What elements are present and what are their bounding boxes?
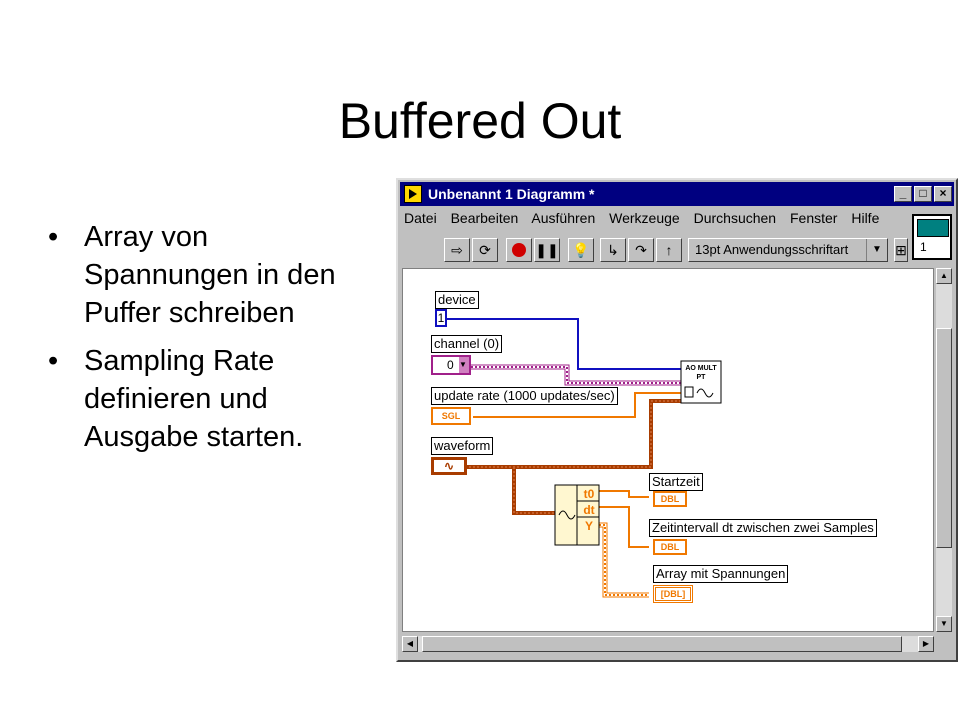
waveform-wire-branch-core [513, 467, 555, 514]
scroll-left-icon[interactable]: ◀ [402, 636, 418, 652]
waveform-terminal[interactable]: ∿ [431, 457, 467, 475]
horizontal-scroll-thumb[interactable] [422, 636, 902, 652]
y-wire-b [599, 526, 649, 598]
menu-durchsuchen[interactable]: Durchsuchen [693, 210, 777, 226]
waveform-wire-main-core [465, 400, 681, 468]
menu-werkzeuge[interactable]: Werkzeuge [609, 210, 680, 226]
pause-icon[interactable]: ❚❚ [534, 238, 560, 262]
vertical-scrollbar[interactable]: ▲ ▼ [936, 268, 952, 632]
close-button[interactable]: × [934, 186, 952, 202]
vi-screen-icon [917, 219, 949, 237]
unbundle-dt[interactable]: dt [583, 503, 595, 517]
channel-wire-a [471, 364, 681, 382]
startzeit-label[interactable]: Startzeit [649, 473, 703, 491]
ao-sine-icon [696, 388, 714, 398]
unbundle-y[interactable]: Y [584, 519, 593, 533]
slide-title: Buffered Out [338, 93, 622, 149]
chevron-down-icon[interactable]: ▼ [459, 357, 469, 373]
scroll-corner [936, 636, 952, 652]
t0-wire [599, 490, 649, 498]
font-select[interactable]: 13pt Anwendungsschriftart ▼ [688, 238, 888, 262]
menu-hilfe[interactable]: Hilfe [851, 210, 880, 226]
ao-mult-pt-node [680, 360, 722, 404]
sine-icon [558, 510, 576, 520]
waveform-wire-main [465, 399, 681, 469]
ao-daq-icon [684, 386, 694, 398]
run-continuously-icon[interactable]: ⟳ [472, 238, 498, 262]
device-terminal[interactable]: 1 [435, 309, 447, 327]
menu-bar: Datei Bearbeiten Ausführen Werkzeuge Dur… [404, 210, 889, 230]
y-wire-a [599, 522, 649, 594]
update-rate-wire [473, 392, 681, 418]
step-into-icon[interactable]: ↳ [600, 238, 626, 262]
vertical-scroll-thumb[interactable] [936, 328, 952, 548]
ao-node-label: AO MULT PT [685, 365, 717, 381]
bullet-item: Sampling Rate definieren und Ausgabe sta… [48, 342, 378, 456]
labview-diagram-window: Unbenannt 1 Diagramm * _ □ × Datei Bearb… [396, 178, 958, 662]
scroll-up-icon[interactable]: ▲ [936, 268, 952, 284]
scroll-right-icon[interactable]: ▶ [918, 636, 934, 652]
palette-number: 1 [920, 240, 927, 254]
waveform-label[interactable]: waveform [431, 437, 494, 455]
vi-icon[interactable]: 1 [912, 214, 952, 260]
scroll-down-icon[interactable]: ▼ [936, 616, 952, 632]
window-title: Unbenannt 1 Diagramm * [428, 186, 595, 202]
array-dbl-terminal[interactable]: [DBL] [653, 585, 693, 603]
labview-app-icon [404, 185, 422, 203]
channel-wire-b [471, 368, 681, 386]
array-label[interactable]: Array mit Spannungen [653, 565, 789, 583]
step-over-icon[interactable]: ↷ [628, 238, 654, 262]
update-rate-label[interactable]: update rate (1000 updates/sec) [431, 387, 618, 405]
block-diagram-canvas[interactable]: AO MULT PT t0 dt Y device 1 channel (0) … [402, 268, 934, 632]
bullet-list: Array von Spannungen in den Puffer schre… [48, 218, 378, 466]
font-select-value: 13pt Anwendungsschriftart [695, 242, 849, 257]
unbundle-t0[interactable]: t0 [583, 487, 595, 501]
channel-terminal[interactable]: 0▼ [431, 355, 471, 375]
abort-icon[interactable] [506, 238, 532, 262]
waveform-wire-branch [512, 467, 555, 515]
menu-fenster[interactable]: Fenster [789, 210, 838, 226]
sgl-terminal[interactable]: SGL [431, 407, 471, 425]
minimize-button[interactable]: _ [894, 186, 912, 202]
channel-wire-c [471, 366, 681, 384]
menu-bearbeiten[interactable]: Bearbeiten [450, 210, 519, 226]
device-wire [444, 318, 681, 370]
chevron-down-icon[interactable]: ▼ [866, 239, 887, 261]
run-arrow-icon[interactable]: ⇨ [444, 238, 470, 262]
y-wire-c [599, 524, 649, 596]
channel-label[interactable]: channel (0) [431, 335, 503, 353]
toolbar: ⇨ ⟳ ❚❚ 💡 ↳ ↷ ↑ 13pt Anwendungsschriftart… [400, 234, 954, 266]
wiring-layer [444, 318, 722, 598]
highlight-execution-icon[interactable]: 💡 [568, 238, 594, 262]
zeitintervall-label[interactable]: Zeitintervall dt zwischen zwei Samples [649, 519, 877, 537]
maximize-button[interactable]: □ [914, 186, 932, 202]
align-icon[interactable]: ⊞ [894, 238, 908, 262]
zeitintervall-dbl-terminal[interactable]: DBL [653, 539, 687, 555]
device-label[interactable]: device [435, 291, 479, 309]
window-titlebar[interactable]: Unbenannt 1 Diagramm * _ □ × [400, 182, 954, 206]
step-out-icon[interactable]: ↑ [656, 238, 682, 262]
bullet-item: Array von Spannungen in den Puffer schre… [48, 218, 378, 332]
menu-datei[interactable]: Datei [404, 210, 437, 226]
dt-wire [599, 506, 649, 548]
channel-value: 0 [447, 358, 454, 372]
startzeit-dbl-terminal[interactable]: DBL [653, 491, 687, 507]
menu-ausfuehren[interactable]: Ausführen [531, 210, 596, 226]
horizontal-scrollbar[interactable]: ◀ ▶ [402, 636, 934, 652]
